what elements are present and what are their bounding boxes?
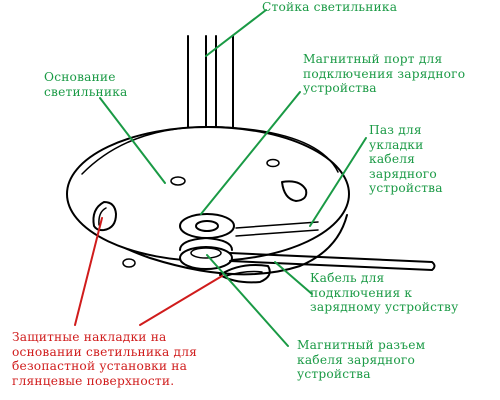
mounting-holes [122, 158, 280, 268]
cable-groove [235, 221, 319, 237]
label-charger-cable: Кабель для подключения к зарядному устро… [310, 271, 459, 315]
protective-pads [92, 180, 308, 284]
magnetic-connector [179, 237, 233, 270]
base-inner-edge [81, 125, 339, 175]
label-lamp-stand: Стойка светильника [262, 0, 398, 14]
leader-lamp-base [99, 97, 166, 184]
leader-magnetic-port [200, 91, 301, 215]
leader-magnetic-connector [206, 254, 289, 347]
leader-pad-left [74, 217, 103, 326]
charger-cable [229, 252, 436, 271]
label-magnetic-connector: Магнитный разъем кабеля зарядного устрой… [297, 338, 426, 382]
leader-charger-cable [274, 261, 313, 295]
magnetic-port [179, 213, 235, 239]
leader-pad-bottom [139, 275, 223, 326]
label-protective-pads: Защитные накладки на основании светильни… [12, 330, 198, 388]
leader-lamp-stand [205, 9, 267, 57]
label-lamp-base: Основание светильника [44, 70, 128, 99]
label-magnetic-port: Магнитный порт для подключения зарядного… [303, 52, 466, 96]
label-cable-groove: Паз для укладки кабеля зарядного устройс… [369, 123, 443, 196]
leader-cable-groove [309, 137, 367, 227]
